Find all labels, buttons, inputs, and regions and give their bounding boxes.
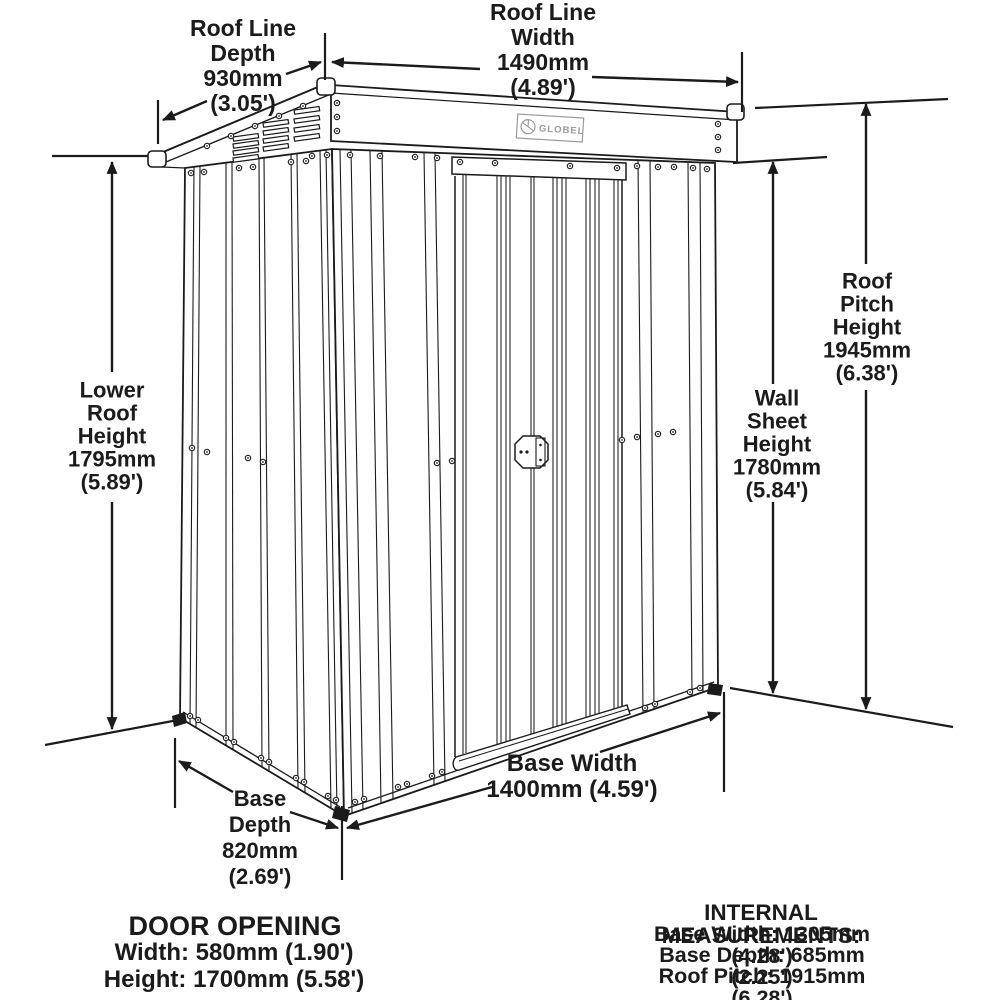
label-roof-line-depth: Roof Line Depth 930mm (3.05') (189, 15, 297, 116)
label-lower-roof-height: Lower Roof Height 1795mm (5.89') (67, 377, 157, 495)
ref-roof-pitch-top (754, 97, 949, 110)
door-opening-height: Height: 1700mm (5.58') (103, 966, 365, 993)
arrow-roof-width-right (591, 75, 740, 88)
front-wall-corrugation (339, 148, 704, 814)
internal-base-depth: Base Depth: 685mm (2.25') (659, 943, 865, 989)
door-track-inner (458, 708, 629, 762)
label-roof-pitch-height: Roof Pitch Height 1945mm (6.38') (822, 268, 912, 386)
arrow-roof-depth-left (162, 99, 208, 122)
internal-roof-pitch: Roof Pitch: 1915mm (6.28') (658, 964, 866, 1000)
arrow-roof-depth-right (285, 60, 323, 76)
arrow-roof-width-left (330, 57, 481, 71)
brand-logo-text: GLOBEL (539, 123, 585, 137)
left-wall-corrugation (189, 149, 338, 813)
ground-line-left (44, 718, 179, 747)
ref-wall-sheet-top (732, 155, 828, 165)
ground-line-right (729, 686, 954, 729)
door-opening-width: Width: 580mm (1.90') (114, 939, 354, 966)
arrow-base-width-right (599, 711, 722, 754)
arrow-base-width-left (345, 785, 493, 830)
internal-base-width: Base Width: 1305mm (4.28') (653, 922, 871, 968)
label-roof-line-width: Roof Line Width 1490mm (4.89') (489, 0, 597, 100)
roof-cap-back (147, 150, 167, 168)
label-base-depth: Base Depth 820mm (2.69') (222, 786, 298, 889)
sliding-door (451, 156, 631, 771)
label-base-width: Base Width 1400mm (4.59') (486, 750, 658, 803)
corner-cap-front-right (707, 683, 723, 696)
door-handle (514, 435, 549, 469)
door-opening-title: DOOR OPENING (128, 911, 342, 941)
dimension-lines (44, 33, 954, 880)
internal-measurements-title: INTERNAL MEASUREMENTS: (661, 900, 861, 948)
shed-body (147, 77, 745, 822)
label-wall-sheet-height: Wall Sheet Height 1780mm (5.84') (732, 385, 822, 503)
brand-logo: GLOBEL (515, 113, 585, 143)
arrow-base-depth-up (178, 759, 234, 794)
roof-cap-peak (316, 77, 336, 96)
corner-cap-back-left (172, 712, 187, 727)
door-track (452, 704, 631, 771)
roof-cap-right (726, 103, 745, 121)
arrow-base-depth-down (289, 810, 340, 830)
fascia-lip (330, 92, 738, 121)
front-wall (331, 148, 719, 818)
